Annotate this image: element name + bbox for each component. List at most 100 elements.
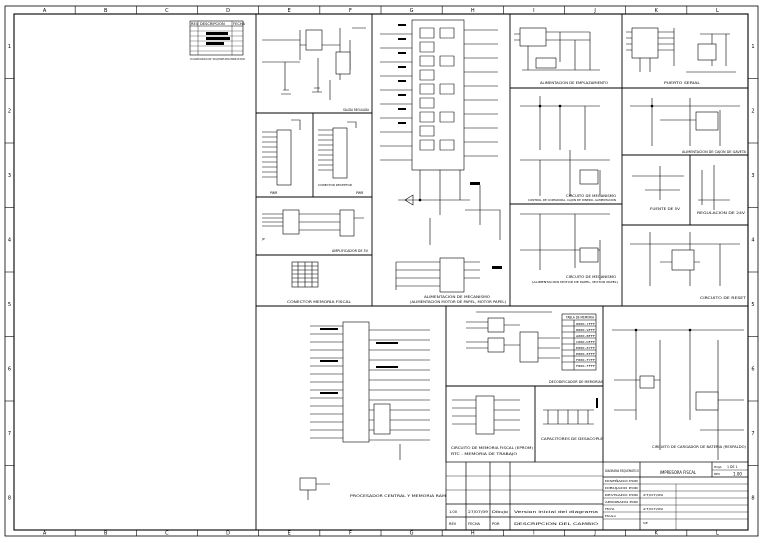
memory-table-row: 8000-9FFF	[576, 328, 595, 332]
frame-zone-label: 7	[8, 431, 11, 437]
label-expansion: AMPLIFICADOR DE 5V	[332, 249, 369, 253]
memory-table-row: C000-DFFF	[576, 340, 595, 344]
frame-zone-label: G	[410, 8, 414, 14]
field-label: FECHA	[605, 507, 614, 511]
frame-zone-label: 4	[751, 238, 754, 244]
frame-zone-label: 4	[8, 238, 11, 244]
frame-zone-label: 2	[8, 109, 11, 115]
field-value: S/E	[643, 521, 648, 525]
label-alim-mecanismo: ALIMENTACION DE MECANISMO	[424, 295, 490, 299]
rev-row-a-desc: Version inicial del diagrama	[514, 510, 598, 514]
field-label: REVISADO POR	[605, 493, 638, 497]
memory-table-row: 0000-7FFF	[576, 322, 595, 326]
label-pwr-a: PWR	[270, 191, 278, 195]
frame-zone-label: 7	[751, 431, 754, 437]
frame-zone-label: C	[165, 8, 169, 14]
rev-value: 1.00	[733, 472, 742, 477]
frame-zone-label: L	[716, 8, 719, 14]
rev-row-b-by: POR	[492, 522, 500, 526]
sheet-value: 1 DE 1	[727, 465, 738, 469]
revision-header-date: FECHA	[233, 22, 246, 26]
frame-zone-label: F	[349, 531, 352, 537]
label-cargador: CIRCUITO DE CARGADOR DE BATERIA (RESPALD…	[652, 445, 747, 449]
sheet-label: HOJA	[714, 465, 722, 469]
revision-header-rev: REV	[191, 22, 199, 26]
frame-zone-label: 1	[8, 44, 11, 50]
label-circ-mecanismo-sub: CONTROL DE CORTADORA, CAJON DE DINERO, A…	[528, 198, 616, 202]
frame-zone-label: C	[165, 531, 169, 537]
field-value: 27/07/09	[643, 493, 663, 497]
frame-zone-label: I	[533, 8, 534, 14]
frame-zone-label: G	[410, 531, 414, 537]
label-serial: PUERTO SERIAL	[664, 81, 700, 85]
frame-zone-ticks	[5, 6, 758, 536]
label-procesador: PROCESADOR CENTRAL Y MEMORIA RAM	[350, 493, 446, 498]
label-regulacion-24: REGULACION DE 24V	[697, 211, 746, 215]
frame-zone-label: H	[471, 8, 475, 14]
rev-row-b-desc: DESCRIPCION DEL CAMBIO	[514, 522, 598, 526]
label-memoria-fiscal: CIRCUITO DE MEMORIA FISCAL (EPROM)	[451, 446, 533, 450]
title-sub: IMPRESORA FISCAL	[660, 470, 697, 475]
schematic-wiring	[262, 19, 744, 500]
rev-row-a-date: 27/07/09	[468, 510, 489, 514]
frame-zone-label: 6	[751, 367, 754, 373]
label-alim-mecanismo-sub: (ALIMENTACION MOTOR DE PAPEL, MOTOR PAPE…	[410, 300, 506, 304]
revision-table: REV DESCRIPCION FECHA LOS VALORES MARCAD…	[189, 20, 246, 61]
rev-row-a-rev: 1.00	[449, 510, 458, 514]
frame-zone-label: 3	[751, 173, 754, 179]
label-fuente: FUENTE DE 5V	[650, 207, 681, 211]
frame-zone-label: E	[288, 8, 291, 14]
frame-zone-label: B	[104, 531, 108, 537]
frame-zone-label: J	[593, 8, 595, 14]
title-main: DIAGRAMA ESQUEMATICO	[605, 468, 639, 473]
memory-table-row: A000-BFFF	[576, 334, 595, 338]
frame-zone-label: I	[533, 531, 534, 537]
block-labels: SALIDA REGULADA ALIMENTACION DE EMPLAZAM…	[261, 81, 747, 498]
frame-zone-label: J	[593, 531, 595, 537]
memory-table-header: TABLA DE MEMORIA	[565, 316, 595, 320]
block-borders	[255, 14, 748, 530]
rev-row-b-date: FECHA	[468, 522, 481, 526]
label-power: SALIDA REGULADA	[343, 108, 369, 112]
label-circ-mecanismo2-sub: (ALIMENTACION MOTOR DE PAPEL, MOTOR PAPE…	[532, 280, 618, 284]
frame-zone-label: K	[655, 8, 659, 14]
title-block: DIAGRAMA ESQUEMATICO IMPRESORA FISCAL HO…	[445, 461, 749, 531]
frame-zone-label: L	[716, 531, 719, 537]
frame-zone-label: 5	[751, 302, 754, 308]
revision-header-desc: DESCRIPCION	[200, 22, 225, 26]
revision-note: LOS VALORES MARCADOS CON * SON AJUSTABLE…	[190, 57, 245, 61]
field-label: APROBADO POR	[605, 500, 638, 504]
frame-zone-label: 8	[8, 496, 11, 502]
label-circuito-reset: CIRCUITO DE RESET	[700, 296, 747, 300]
frame-zone-label: E	[288, 531, 291, 537]
frame-zone-label: 5	[8, 302, 11, 308]
frame-zone-label: D	[226, 531, 230, 537]
field-label: DIBUJADO POR	[605, 486, 638, 490]
memory-map-table: TABLA DE MEMORIA 0000-7FFF 8000-9FFF A00…	[565, 316, 595, 368]
label-decodificador: DECODIFICADOR DE MEMORIAS	[549, 380, 603, 384]
frame-zone-label: F	[349, 8, 352, 14]
label-pwr-b: PWR	[356, 191, 364, 195]
rev-row-b-rev: REV	[449, 522, 457, 526]
field-label: DISEÑADO POR	[605, 478, 638, 483]
frame-zone-label: A	[43, 531, 47, 537]
label-addr-tx: ALIMENTACION DE EMPLAZAMIENTO	[540, 81, 608, 85]
memory-table-row: F800-FFFF	[576, 364, 595, 368]
label-capacitores: CAPACITORES DE DESACOPLE	[541, 437, 603, 441]
field-value: 27/07/09	[643, 507, 663, 511]
frame-zone-label: K	[655, 531, 659, 537]
rev-row-a-by: Dibujo	[492, 510, 508, 514]
memory-table-row: E000-E7FF	[576, 346, 595, 350]
label-rx-connector: CONECTOR RECEPTOR	[318, 183, 352, 187]
frame-zone-label: 8	[751, 496, 754, 502]
frame-zone-label: H	[471, 531, 475, 537]
frame-zone-label: 3	[8, 173, 11, 179]
memory-table-row: F000-F7FF	[576, 358, 595, 362]
rev-label: REV	[714, 472, 721, 476]
frame-zone-label: D	[226, 8, 230, 14]
frame-zone-label: 6	[8, 367, 11, 373]
label-memoria-fiscal-sub: RTC - MEMORIA DE TRABAJO	[451, 452, 518, 456]
label-circ-mecanismo2: CIRCUITO DE MECANISMO	[566, 275, 616, 279]
